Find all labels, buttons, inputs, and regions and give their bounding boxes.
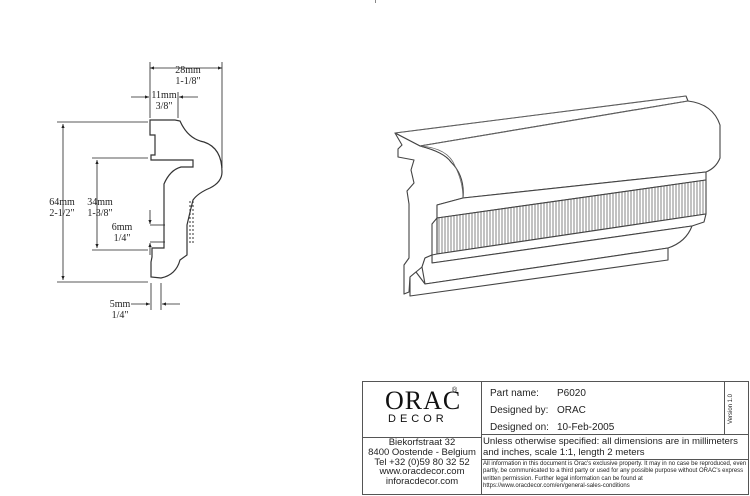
dimension-lines bbox=[57, 62, 223, 310]
company-address: Biekorfstraat 32 8400 Oostende - Belgium… bbox=[363, 438, 482, 495]
perspective-edges bbox=[394, 95, 689, 199]
version-label: Version 1.0 bbox=[728, 393, 734, 424]
logo-subtext: DECOR bbox=[388, 413, 448, 425]
designed-on-value: 10-Feb-2005 bbox=[557, 422, 615, 433]
profile-section bbox=[149, 119, 223, 279]
profile-hidden-lines bbox=[189, 201, 194, 243]
address-web: www.oracdecor.com bbox=[379, 466, 465, 478]
designed-by-label: Designed by: bbox=[490, 405, 549, 416]
part-name-value: P6020 bbox=[557, 388, 586, 399]
designed-on-label: Designed on: bbox=[490, 422, 549, 433]
logo-text: ORAC bbox=[385, 386, 462, 415]
address-email: inforacdecor.com bbox=[385, 476, 459, 488]
perspective-view bbox=[394, 95, 721, 297]
top-center-mark bbox=[375, 0, 376, 3]
address-street: Biekorfstraat 32 bbox=[388, 437, 456, 448]
part-name-label: Part name: bbox=[490, 388, 539, 399]
separator-units bbox=[482, 434, 748, 435]
units-note: Unless otherwise specified: all dimensio… bbox=[483, 436, 738, 458]
address-tel: Tel +32 (0)59 80 32 52 bbox=[374, 456, 470, 468]
legal-note: All information in this document is Orac… bbox=[483, 461, 747, 489]
separator-legal bbox=[482, 459, 748, 460]
version-cell: Version 1.0 bbox=[724, 382, 748, 434]
address-city: 8400 Oostende - Belgium bbox=[368, 446, 476, 458]
technical-drawing bbox=[57, 62, 721, 310]
title-block: ORAC ® DECOR Biekorfstraat 32 8400 Ooste… bbox=[362, 381, 749, 495]
company-logo: ORAC ® DECOR bbox=[363, 382, 482, 438]
designed-by-value: ORAC bbox=[557, 405, 586, 416]
registered-mark: ® bbox=[452, 387, 458, 394]
